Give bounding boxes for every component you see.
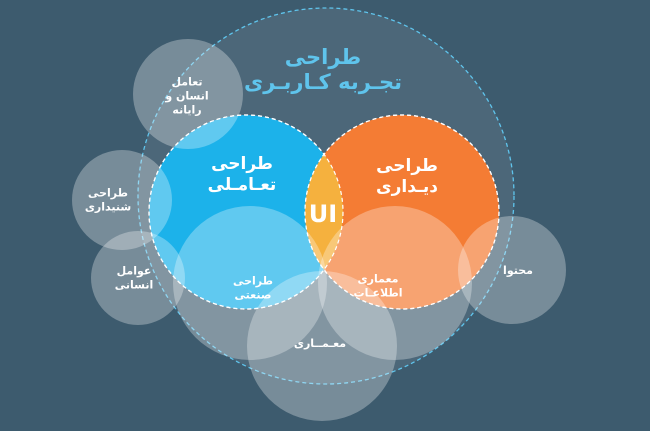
sound-design-label: طراحی شنیداری [84, 186, 132, 213]
content-label: محتوا [503, 264, 533, 278]
hci-label: تعامل انسان و رایانه [165, 75, 209, 116]
information-architecture-circle [318, 206, 472, 360]
architecture-circle [247, 271, 397, 421]
industrial-design-circle [173, 206, 327, 360]
ux-title: طراحی تجـربه کـاربـری [244, 44, 402, 94]
sound-design-circle [72, 150, 172, 250]
visual-design-outline [304, 114, 500, 310]
interaction-design-outline [148, 114, 344, 310]
industrial-design-label: طراحی صنعتی [232, 274, 274, 301]
visual-design-label: طراحی دیـداری [376, 155, 438, 197]
human-factors-circle [91, 231, 185, 325]
information-architecture-label: معماری اطلاعـات [353, 272, 403, 299]
hci-circle [133, 39, 243, 149]
human-factors-label: عوامل انسانی [114, 264, 154, 291]
architecture-label: معـمــاری [293, 337, 347, 351]
ui-label: UI [308, 200, 338, 228]
content-circle [458, 216, 566, 324]
interaction-design-label: طراحی تعـامـلی [207, 153, 277, 195]
